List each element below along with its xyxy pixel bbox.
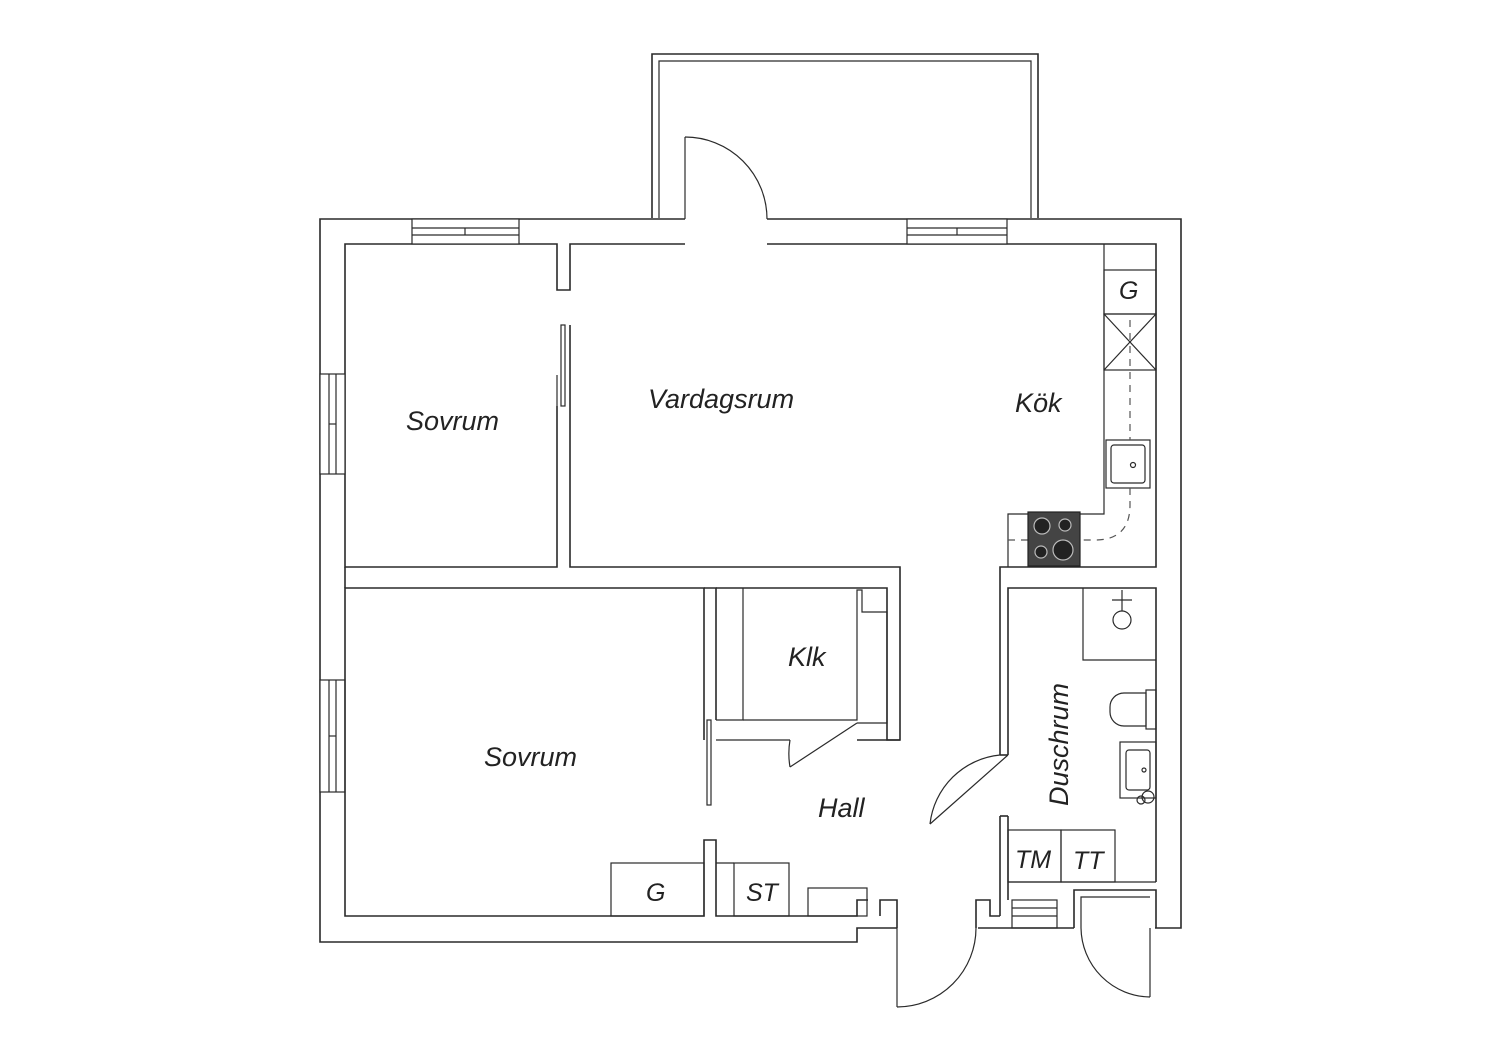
- fixture-label-tm: TM: [1015, 846, 1051, 874]
- bathroom-threshold: [1011, 899, 1058, 929]
- room-label-kok: Kök: [1015, 388, 1063, 418]
- side-door: [1073, 889, 1157, 998]
- balcony-door: [684, 136, 768, 220]
- toilet: [1109, 689, 1157, 730]
- window-top-right: [906, 218, 1008, 245]
- hall-storage: [610, 862, 868, 917]
- fixture-label-g-hall: G: [646, 879, 665, 907]
- room-label-duschrum: Duschrum: [1044, 683, 1074, 806]
- window-left-upper: [319, 373, 346, 475]
- sliding-door-top: [556, 324, 566, 407]
- room-label-klk: Klk: [788, 642, 827, 672]
- fixture-label-st: ST: [746, 879, 780, 907]
- room-label-vardagsrum: Vardagsrum: [648, 384, 794, 414]
- room-label-sovrum-top: Sovrum: [406, 406, 499, 436]
- bathroom-walls: [929, 587, 1157, 916]
- closet-klk: [716, 587, 900, 768]
- entrance-door: [879, 899, 1000, 1008]
- window-left-lower: [319, 679, 346, 793]
- bathroom-sink: [1119, 741, 1157, 805]
- room-label-sovrum-bottom: Sovrum: [484, 742, 577, 772]
- fixture-label-tt: TT: [1073, 847, 1105, 875]
- stove: [1027, 511, 1081, 567]
- fixture-label-g-kitchen: G: [1119, 277, 1138, 305]
- window-top-left: [411, 218, 520, 245]
- balcony: [651, 53, 1039, 218]
- room-label-hall: Hall: [818, 793, 866, 823]
- laundry: [1007, 829, 1156, 883]
- shower: [1082, 588, 1156, 661]
- outer-walls: [319, 218, 1182, 943]
